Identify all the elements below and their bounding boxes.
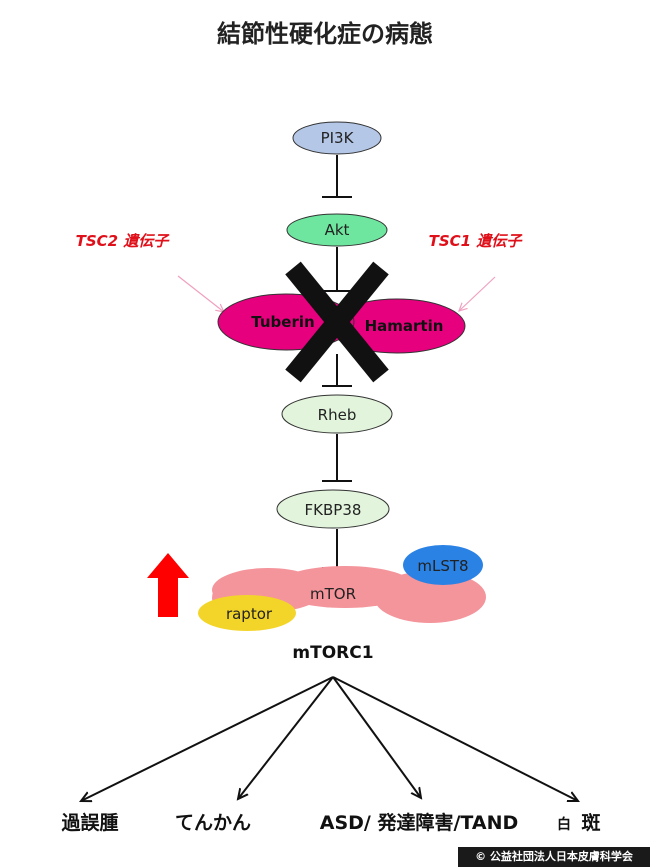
inhibit-pi3k-akt (322, 155, 352, 198)
outcome-3-label: ASD/ 発達障害/TAND (320, 811, 519, 834)
node-pi3k-label: PI3K (321, 129, 355, 147)
node-pi3k: PI3K (292, 121, 382, 155)
outcome-arrows (81, 676, 578, 801)
node-raptor-label: raptor (226, 605, 273, 623)
node-mtor-label: mTOR (310, 585, 356, 603)
node-akt-label: Akt (325, 221, 350, 239)
arrow-to-outcome-2 (238, 676, 334, 799)
copyright-notice: © 公益社団法人日本皮膚科学会 (458, 847, 650, 867)
node-mlst8-label: mLST8 (417, 557, 468, 575)
outcome-2-label: てんかん (175, 812, 251, 834)
cross-mark-icon (285, 261, 389, 383)
inhibit-rheb-fkbp38 (322, 434, 352, 482)
node-raptor: raptor (198, 595, 296, 631)
arrow-to-outcome-4 (332, 676, 578, 801)
outcome-4-small-label: 白 (557, 816, 571, 833)
up-arrow-icon (147, 553, 189, 617)
node-fkbp38: FKBP38 (276, 489, 390, 529)
complex-label: mTORC1 (292, 643, 373, 663)
inhibit-fkbp38-mtor (322, 529, 352, 569)
node-akt: Akt (286, 213, 388, 247)
node-hamartin-label: Hamartin (365, 317, 444, 335)
arrow-to-outcome-3 (332, 676, 421, 798)
outcome-4-large-label: 斑 (581, 812, 600, 834)
arrow-to-outcome-1 (81, 676, 334, 801)
gene-tsc1-arrow (459, 276, 496, 311)
node-rheb: Rheb (281, 394, 393, 434)
mtorc1-complex: mTOR mLST8 raptor (198, 545, 486, 631)
gene-tsc2-arrow (177, 275, 224, 312)
node-mlst8: mLST8 (403, 545, 483, 585)
node-tuberin-label: Tuberin (251, 313, 314, 331)
page-title: 結節性硬化症の病態 (217, 20, 433, 48)
mtor-body (212, 566, 486, 623)
gene-tsc2-label: TSC2 遺伝子 (76, 232, 171, 250)
outcome-1-label: 過誤腫 (61, 811, 118, 834)
gene-tsc1-label: TSC1 遺伝子 (429, 232, 524, 250)
node-fkbp38-label: FKBP38 (305, 501, 362, 519)
node-rheb-label: Rheb (318, 406, 357, 424)
inhibit-akt-tsc (322, 247, 352, 292)
inhibit-tsc-rheb (322, 354, 352, 387)
